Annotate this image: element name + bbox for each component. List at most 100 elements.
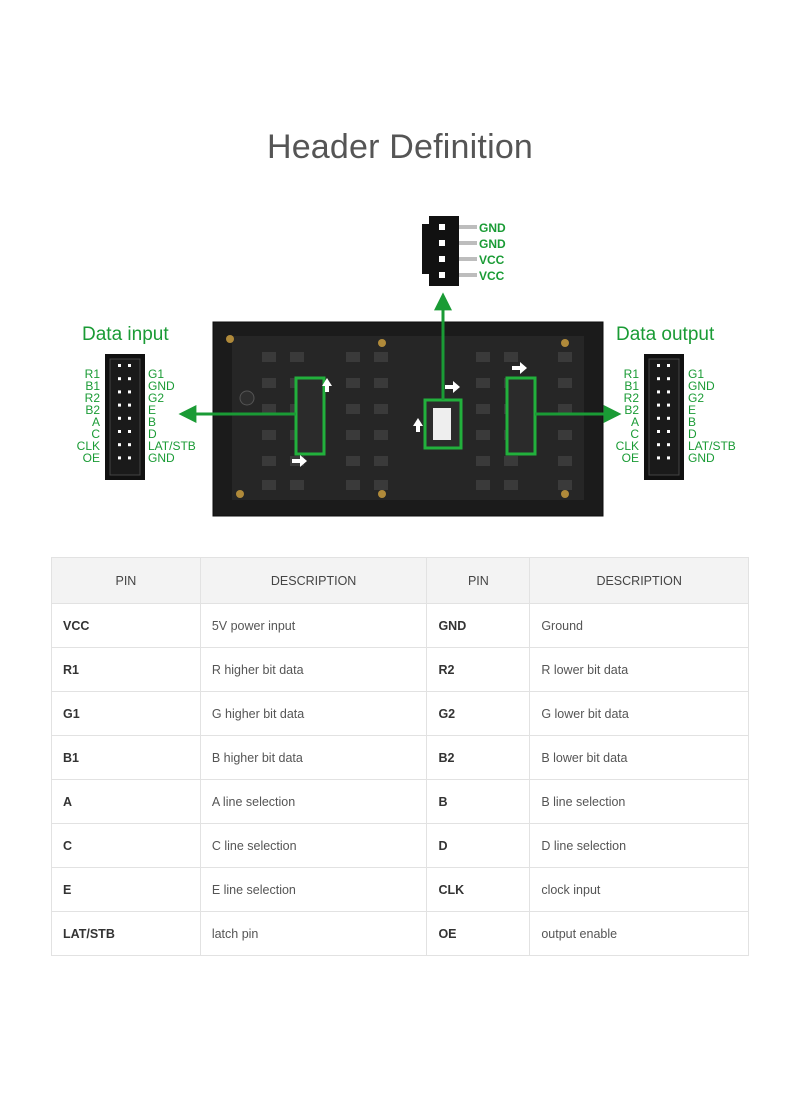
connector-pin-label: LAT/STB: [148, 439, 196, 453]
connector-pin: [657, 430, 660, 433]
power-pin-label: GND: [479, 237, 506, 251]
board-chip: [346, 430, 360, 440]
input-header-highlight: [294, 376, 326, 456]
pin-name-cell: GND: [426, 603, 531, 648]
connector-pin: [128, 377, 131, 381]
pin-description-cell: clock input: [529, 867, 749, 912]
connector-pin-label: R2: [85, 391, 101, 405]
connector-pin: [657, 377, 660, 381]
board-chip: [290, 480, 304, 490]
board-chip: [476, 404, 490, 414]
connector-pin-label: GND: [148, 379, 175, 393]
board-chip: [476, 430, 490, 440]
pin-description-cell: D line selection: [529, 823, 749, 868]
board-chip: [346, 404, 360, 414]
connector-pin-label: B2: [624, 403, 639, 417]
pin-name-cell: B2: [426, 735, 531, 780]
board-chip: [290, 352, 304, 362]
connector-pin-label: G2: [148, 391, 164, 405]
pin-description-cell: 5V power input: [199, 603, 428, 648]
board-chip: [504, 352, 518, 362]
board-chip: [374, 404, 388, 414]
pin-name-cell: B: [426, 779, 531, 824]
connector-pin-label: A: [92, 415, 100, 429]
connector-pin-label: C: [630, 427, 639, 441]
board-chip: [262, 404, 276, 414]
board-chip: [504, 480, 518, 490]
data-input-title: Data input: [82, 324, 169, 345]
connector-pin: [118, 364, 121, 367]
connector-pin-label: B2: [85, 403, 100, 417]
connector-pin: [667, 416, 670, 420]
pin-description-cell: C line selection: [199, 823, 428, 868]
connector-pin-label: A: [631, 415, 639, 429]
board-chip: [476, 456, 490, 466]
connector-pin: [667, 364, 670, 367]
board-chip: [346, 352, 360, 362]
pin-description-cell: E line selection: [199, 867, 428, 912]
connector-pin-label: G1: [148, 367, 164, 381]
column-header-pin: PIN: [51, 557, 201, 604]
pin-name-cell: G2: [426, 691, 531, 736]
connector-pin: [667, 390, 670, 394]
column-header-description: DESCRIPTION: [529, 557, 749, 604]
connector-pin-label: D: [688, 427, 697, 441]
board-chip: [262, 480, 276, 490]
page-title: Header Definition: [266, 128, 534, 166]
board-chip: [558, 378, 572, 388]
connector-pin: [118, 456, 121, 460]
connector-pin-label: OE: [622, 451, 639, 465]
board-chip: [346, 378, 360, 388]
connector-pin: [667, 456, 670, 460]
connector-pin-label: LAT/STB: [688, 439, 736, 453]
pin-description-cell: G lower bit data: [529, 691, 749, 736]
connector-pin: [118, 430, 121, 433]
connector-pin-label: OE: [83, 451, 100, 465]
board-chip: [558, 480, 572, 490]
connector-pin: [657, 364, 660, 367]
data-output-title: Data output: [616, 324, 715, 345]
pin-name-cell: CLK: [426, 867, 531, 912]
connector-pin: [667, 443, 670, 447]
pin-name-cell: OE: [426, 911, 531, 956]
connector-pin: [667, 403, 670, 407]
connector-pin-label: E: [148, 403, 156, 417]
power-pin-label: GND: [479, 221, 506, 235]
power-pin-label: VCC: [479, 253, 505, 267]
board-chip: [262, 456, 276, 466]
connector-pin-label: G2: [688, 391, 704, 405]
pin-description-cell: A line selection: [199, 779, 428, 824]
board-chip: [558, 404, 572, 414]
power-socket: [433, 408, 451, 440]
board-chip: [558, 430, 572, 440]
connector-pin: [128, 364, 131, 367]
column-header-pin: PIN: [426, 557, 531, 604]
data-output-connector: [644, 354, 684, 480]
connector-pin: [118, 377, 121, 381]
connector-pin-label: GND: [688, 379, 715, 393]
connector-pin-label: B1: [85, 379, 100, 393]
connector-pin-label: R1: [624, 367, 640, 381]
connector-pin: [657, 403, 660, 407]
power-connector: GND GND VCC VCC: [422, 216, 506, 286]
connector-pin-label: B1: [624, 379, 639, 393]
data-input-connector: [105, 354, 145, 480]
pin-name-cell: R2: [426, 647, 531, 692]
connector-pin: [118, 390, 121, 394]
board-chip: [504, 456, 518, 466]
column-header-description: DESCRIPTION: [199, 557, 428, 604]
connector-pin: [128, 390, 131, 394]
board-chip: [374, 456, 388, 466]
connector-pin: [667, 430, 670, 433]
connector-pin-label: R2: [624, 391, 640, 405]
connector-pin: [657, 456, 660, 460]
pin-name-cell: D: [426, 823, 531, 868]
